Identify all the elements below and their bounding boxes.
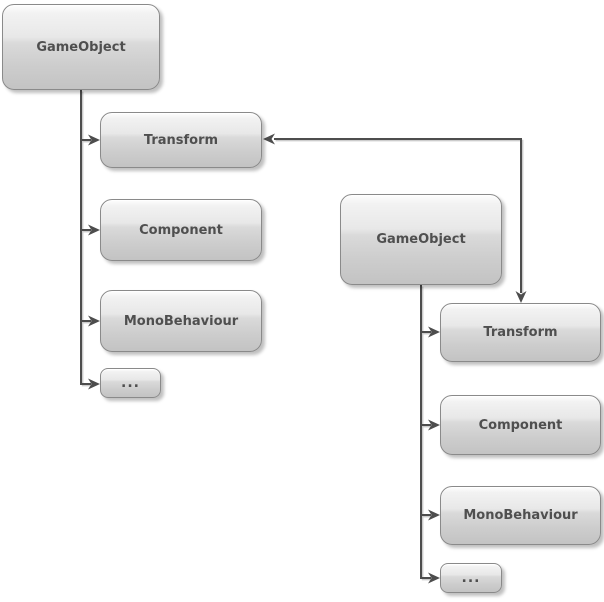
node-label: GameObject bbox=[376, 232, 466, 247]
node-label: Transform bbox=[483, 325, 558, 340]
node-label: Component bbox=[478, 417, 563, 433]
node-component-2: Component bbox=[440, 395, 601, 455]
node-gameobject-1: GameObject bbox=[2, 4, 160, 90]
edge-shadow-lines bbox=[81, 91, 524, 581]
node-dots-2: ... bbox=[440, 563, 502, 593]
node-transform-2: Transform bbox=[440, 303, 601, 362]
edges-left-tree bbox=[80, 90, 100, 390]
node-transform-1: Transform bbox=[100, 112, 262, 168]
node-label: MonoBehaviour bbox=[123, 313, 239, 329]
edges-right-tree bbox=[420, 285, 440, 584]
node-monobehaviour-1: MonoBehaviour bbox=[100, 290, 262, 352]
node-label: GameObject bbox=[36, 39, 126, 55]
node-label: MonoBehaviour bbox=[463, 508, 578, 523]
edge-transform-link bbox=[263, 133, 527, 303]
node-label: Component bbox=[139, 222, 223, 238]
node-component-1: Component bbox=[100, 199, 262, 261]
node-label: ... bbox=[121, 375, 140, 391]
node-monobehaviour-2: MonoBehaviour bbox=[440, 486, 601, 545]
node-label: ... bbox=[461, 570, 481, 586]
node-label: Transform bbox=[143, 132, 219, 148]
node-gameobject-2: GameObject bbox=[340, 194, 502, 285]
node-dots-1: ... bbox=[100, 368, 161, 398]
